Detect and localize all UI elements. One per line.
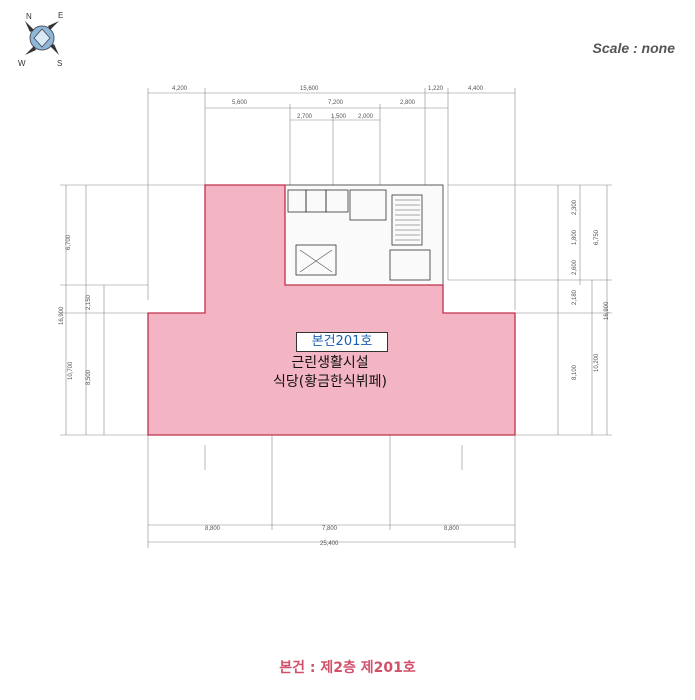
- bottom-dimension-lines: [147, 435, 516, 548]
- svg-text:8,100: 8,100: [572, 364, 578, 380]
- dimension-labels: 4,200 15,600 1,220 4,400 5,600 7,200 2,8…: [59, 86, 610, 547]
- svg-text:2,800: 2,800: [400, 100, 416, 106]
- svg-text:4,400: 4,400: [468, 86, 484, 92]
- unit-label: 본건201호: [296, 332, 388, 352]
- compass-rose: N E S W: [18, 11, 63, 68]
- svg-text:2,700: 2,700: [297, 114, 313, 120]
- stair-steps: [395, 199, 420, 241]
- svg-text:6,700: 6,700: [66, 234, 72, 250]
- svg-text:15,600: 15,600: [300, 86, 319, 92]
- unit-use-line-1: 근린생활시설: [291, 355, 369, 371]
- plan-caption: 본건 : 제2층 제201호: [279, 660, 416, 676]
- compass-west: W: [18, 59, 26, 68]
- svg-text:8,500: 8,500: [86, 369, 92, 385]
- svg-text:4,200: 4,200: [172, 86, 188, 92]
- svg-text:10,200: 10,200: [594, 353, 600, 372]
- top-dimension-lines: [147, 88, 516, 310]
- unit-use-line-2: 식당(황금한식뷔페): [273, 374, 387, 390]
- svg-text:25,400: 25,400: [320, 541, 339, 547]
- svg-text:16,900: 16,900: [59, 306, 65, 325]
- svg-text:5,600: 5,600: [232, 100, 248, 106]
- svg-text:16,900: 16,900: [604, 301, 610, 320]
- svg-text:10,700: 10,700: [68, 361, 74, 380]
- svg-text:2,180: 2,180: [572, 289, 578, 305]
- svg-text:2,150: 2,150: [86, 294, 92, 310]
- svg-text:2,600: 2,600: [572, 259, 578, 275]
- compass-south: S: [57, 59, 62, 68]
- svg-text:7,800: 7,800: [322, 526, 338, 532]
- svg-text:2,300: 2,300: [572, 199, 578, 215]
- svg-text:1,500: 1,500: [331, 114, 347, 120]
- compass-east: E: [58, 11, 63, 20]
- scale-label: Scale : none: [592, 40, 675, 56]
- compass-north: N: [26, 12, 32, 21]
- elevator-cross: [299, 249, 333, 273]
- svg-text:6,750: 6,750: [594, 229, 600, 245]
- svg-text:2,000: 2,000: [358, 114, 374, 120]
- svg-text:1,220: 1,220: [428, 86, 444, 92]
- svg-text:1,800: 1,800: [572, 229, 578, 245]
- left-dimension-lines: [60, 184, 205, 436]
- unit-201-area: [147, 184, 516, 436]
- svg-text:7,200: 7,200: [328, 100, 344, 106]
- svg-text:8,800: 8,800: [444, 526, 460, 532]
- right-dimension-lines: [448, 184, 612, 436]
- svg-text:8,800: 8,800: [205, 526, 221, 532]
